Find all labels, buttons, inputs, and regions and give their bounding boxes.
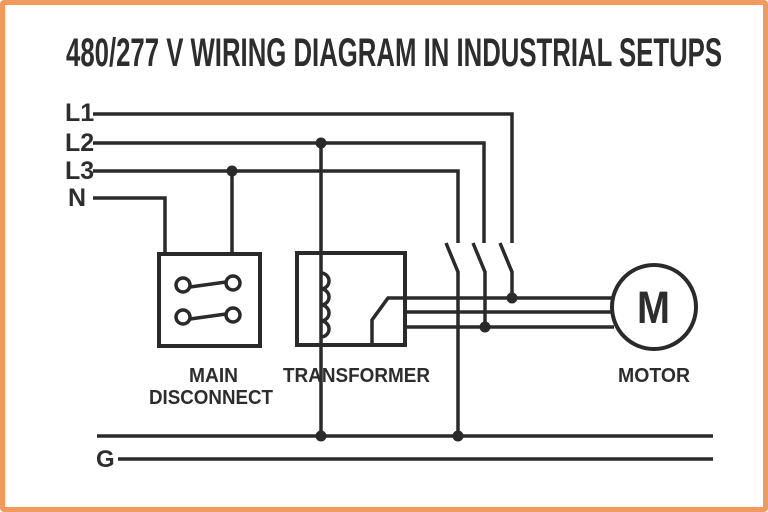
motor-label: MOTOR [618, 365, 691, 387]
disconnect-contacts-icon [174, 274, 242, 326]
motor-feed-wires [370, 296, 614, 345]
contact-circle [224, 306, 242, 324]
contact-circle [174, 276, 192, 294]
wire-n [93, 196, 167, 255]
three-pole-switch-icon [444, 242, 514, 436]
wire-l3 [93, 169, 460, 243]
transformer-symbol: TRANSFORMER [283, 251, 431, 387]
transformer-coil-icon [320, 271, 331, 339]
junction-dot [226, 165, 238, 177]
label-l3: L3 [65, 157, 94, 185]
wire-l2 [93, 141, 486, 243]
junction-dot [452, 430, 464, 442]
main-disconnect-box [157, 252, 262, 348]
transformer-label: TRANSFORMER [283, 365, 431, 387]
contact-circle [224, 274, 242, 292]
page-title: 480/277 V WIRING DIAGRAM IN INDUSTRIAL S… [66, 31, 722, 75]
junction-dot [506, 292, 518, 304]
label-l1: L1 [65, 99, 94, 127]
motor-circle [610, 263, 698, 351]
main-disconnect-symbol: MAIN DISCONNECT [149, 252, 273, 409]
label-g: G [96, 446, 115, 473]
main-disconnect-label-line2: DISCONNECT [149, 387, 273, 409]
switch-blade-l2 [471, 242, 487, 273]
contact-circle [174, 308, 192, 326]
label-n: N [68, 184, 86, 212]
junction-dot [479, 321, 491, 333]
transformer-box [295, 251, 407, 347]
junction-dot [315, 430, 327, 442]
switch-blade-l1 [498, 242, 514, 273]
motor-symbol: M MOTOR [610, 263, 698, 387]
contact-bar [189, 312, 227, 321]
contact-bar [189, 280, 227, 289]
main-disconnect-label-line1: MAIN [189, 365, 238, 387]
junction-dot [315, 137, 327, 149]
label-l2: L2 [65, 129, 94, 157]
wire-l1 [93, 112, 514, 243]
switch-blade-l3 [444, 242, 460, 273]
motor-wire-top [370, 296, 614, 345]
motor-letter: M [637, 282, 670, 333]
junction-dots [226, 137, 518, 442]
